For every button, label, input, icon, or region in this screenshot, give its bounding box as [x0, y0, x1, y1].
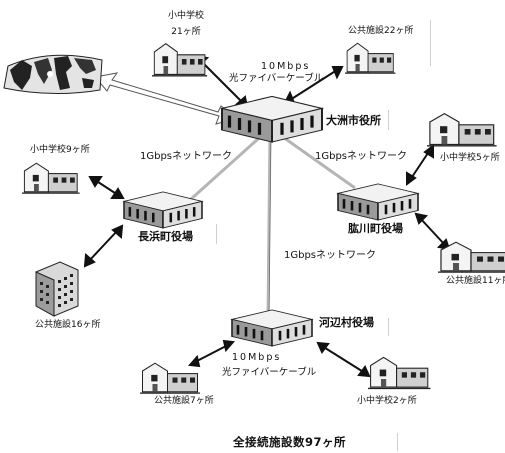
fiber-bottom-type: 光ファイバーケーブル	[222, 367, 317, 378]
hijikawa-building-icon	[336, 182, 420, 222]
public-facility-icon	[437, 241, 505, 273]
nagahama-building-icon	[122, 190, 204, 230]
kawabe-label: 河辺村役場	[319, 316, 374, 329]
public-facility-icon	[344, 42, 397, 74]
school-icon	[151, 42, 208, 77]
public-22-label: 公共施設22ヶ所	[348, 26, 414, 36]
fiber-bottom-speed: 10Mbps	[232, 352, 282, 363]
apartment-icon	[35, 261, 79, 317]
hijikawa-label: 肱川町役場	[348, 222, 403, 235]
backbone-links	[188, 128, 356, 319]
school-9-label: 小中学校9ヶ所	[30, 145, 90, 155]
world-map-icon	[3, 54, 103, 95]
internet-link-arrow	[94, 72, 240, 125]
frame-line	[388, 318, 389, 336]
frame-line	[430, 20, 431, 66]
frame-line	[216, 224, 217, 244]
frame-line	[397, 433, 398, 451]
public-16-label: 公共施設16ヶ所	[35, 320, 101, 330]
public-facility-icon	[139, 362, 201, 394]
city-hall-label: 大洲市役所	[326, 114, 381, 127]
public-11-label: 公共施設11ヶ所	[446, 276, 505, 286]
school-icon	[367, 356, 432, 390]
fiber-top-speed: 10Mbps	[261, 61, 311, 72]
fiber-top-type: 光ファイバーケーブル	[229, 73, 324, 84]
gbps-right-label: 1Gbpsネットワーク	[315, 151, 408, 162]
public-7-label: 公共施設7ヶ所	[154, 396, 214, 406]
nagahama-label: 長浜町役場	[138, 230, 193, 243]
school-2-label: 小中学校2ヶ所	[357, 396, 417, 406]
school-21-count: 21ヶ所	[171, 27, 201, 37]
school-icon	[21, 162, 81, 194]
school-5-label: 小中学校5ヶ所	[440, 153, 500, 163]
total-facilities-label: 全接続施設数97ヶ所	[233, 435, 347, 449]
school-icon	[426, 112, 498, 147]
gbps-left-label: 1Gbpsネットワーク	[140, 151, 233, 162]
gbps-center-label: 1Gbpsネットワーク	[284, 250, 377, 261]
school-21-label: 小中学校	[167, 11, 205, 21]
frame-line	[388, 110, 389, 130]
kawabe-building-icon	[230, 308, 314, 348]
